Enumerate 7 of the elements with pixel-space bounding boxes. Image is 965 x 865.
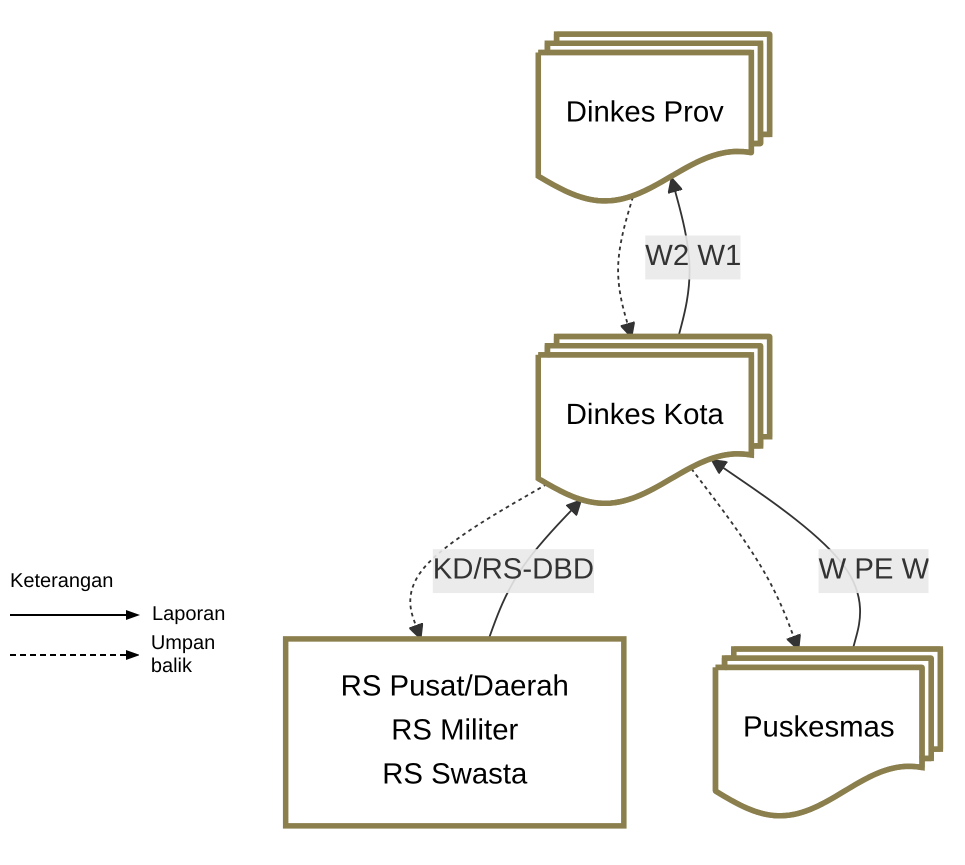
legend-label: Laporan: [152, 603, 226, 626]
edge-label: W PE W: [818, 554, 930, 586]
edge-label: W2 W1: [645, 240, 742, 272]
edge-label: KD/RS-DBD: [432, 554, 594, 586]
legend-heading: Keterangan: [10, 570, 114, 593]
legend-label: Umpan balik: [150, 632, 216, 678]
node-box: RS Pusat/Daerah RS Militer RS Swasta: [282, 636, 627, 829]
